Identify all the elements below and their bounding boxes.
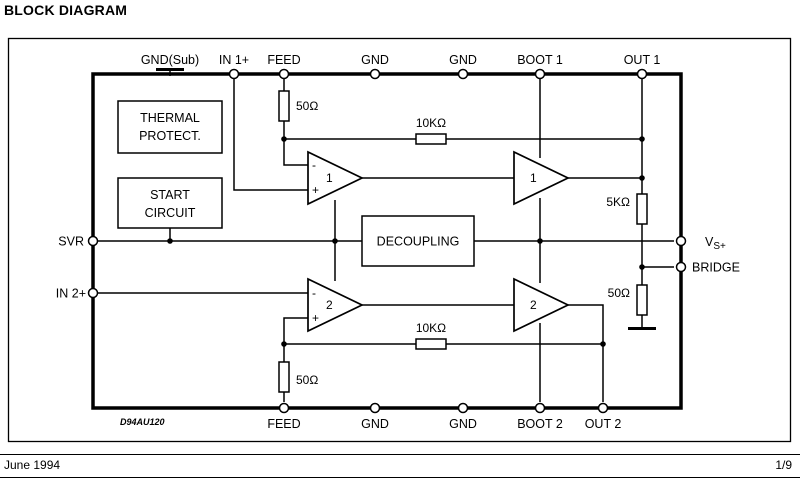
footer-date: June 1994	[4, 458, 61, 472]
preamp-1-minus: -	[312, 158, 316, 172]
pin-label-out2: OUT 2	[585, 417, 622, 431]
preamp-1: - + 1	[307, 150, 364, 206]
thermal-label-line1: THERMAL	[140, 111, 200, 125]
power-amp-1: 1	[513, 150, 570, 206]
ground-symbol-right	[628, 327, 656, 330]
start-label-line1: START	[150, 188, 190, 202]
resistor-fb-top-label: 10KΩ	[416, 116, 446, 130]
junction-dots	[167, 136, 645, 347]
pin-label-gnd-bottom-2: GND	[449, 417, 477, 431]
resistor-5k-label: 5KΩ	[606, 195, 630, 209]
footer-page-number: 1/9	[775, 458, 792, 472]
start-label-line2: CIRCUIT	[145, 206, 196, 220]
pin-circles	[87, 68, 687, 414]
resistor-50-right	[636, 284, 648, 316]
preamp-1-plus: +	[312, 183, 319, 197]
resistor-50-right-label: 50Ω	[608, 286, 630, 300]
pin-label-vs-sub: S+	[713, 241, 726, 252]
preamp-2-minus: -	[312, 286, 316, 300]
resistor-feed-top-label: 50Ω	[296, 99, 318, 113]
resistor-feed-bottom	[278, 361, 290, 393]
resistor-fb-top	[415, 133, 447, 145]
preamp-2: - + 2	[307, 277, 364, 333]
page-title: BLOCK DIAGRAM	[4, 2, 128, 18]
pin-label-gnd-top-1: GND	[361, 53, 389, 67]
resistor-5k	[636, 193, 648, 225]
thermal-label-line2: PROTECT.	[139, 129, 201, 143]
resistor-fb-bottom	[415, 338, 447, 350]
resistor-fb-bottom-label: 10KΩ	[416, 321, 446, 335]
pin-label-vs-main: V	[705, 235, 714, 249]
pin-label-svr: SVR	[58, 235, 84, 249]
power-amp-2: 2	[513, 277, 570, 333]
pin-label-out1: OUT 1	[624, 53, 661, 67]
pin-label-boot1: BOOT 1	[517, 53, 563, 67]
diagram-frame	[7, 37, 792, 443]
decoupling-block	[361, 215, 475, 267]
pin-label-in2: IN 2+	[56, 287, 86, 301]
pin-label-boot2: BOOT 2	[517, 417, 563, 431]
pin-label-bridge: BRIDGE	[692, 261, 740, 275]
thermal-protect-block	[117, 100, 223, 154]
pin-label-in1: IN 1+	[219, 53, 249, 67]
diagram-id: D94AU120	[120, 417, 165, 427]
pin-label-feed-top: FEED	[267, 53, 300, 67]
start-circuit-block	[117, 177, 223, 229]
resistor-feed-top	[278, 90, 290, 122]
decoupling-label: DECOUPLING	[377, 235, 460, 249]
power-amp-2-number: 2	[530, 298, 537, 312]
pin-label-gnd-bottom-1: GND	[361, 417, 389, 431]
wiring	[98, 69, 674, 402]
preamp-1-number: 1	[326, 171, 333, 185]
pin-label-feed-bottom: FEED	[267, 417, 300, 431]
pin-label-vs: VS+	[705, 235, 726, 252]
preamp-2-plus: +	[312, 311, 319, 325]
power-amp-1-number: 1	[530, 171, 537, 185]
ground-symbol-sub	[156, 68, 184, 71]
pin-label-gnd-sub: GND(Sub)	[141, 53, 199, 67]
preamp-2-number: 2	[326, 298, 333, 312]
resistor-feed-bottom-label: 50Ω	[296, 373, 318, 387]
pin-label-gnd-top-2: GND	[449, 53, 477, 67]
